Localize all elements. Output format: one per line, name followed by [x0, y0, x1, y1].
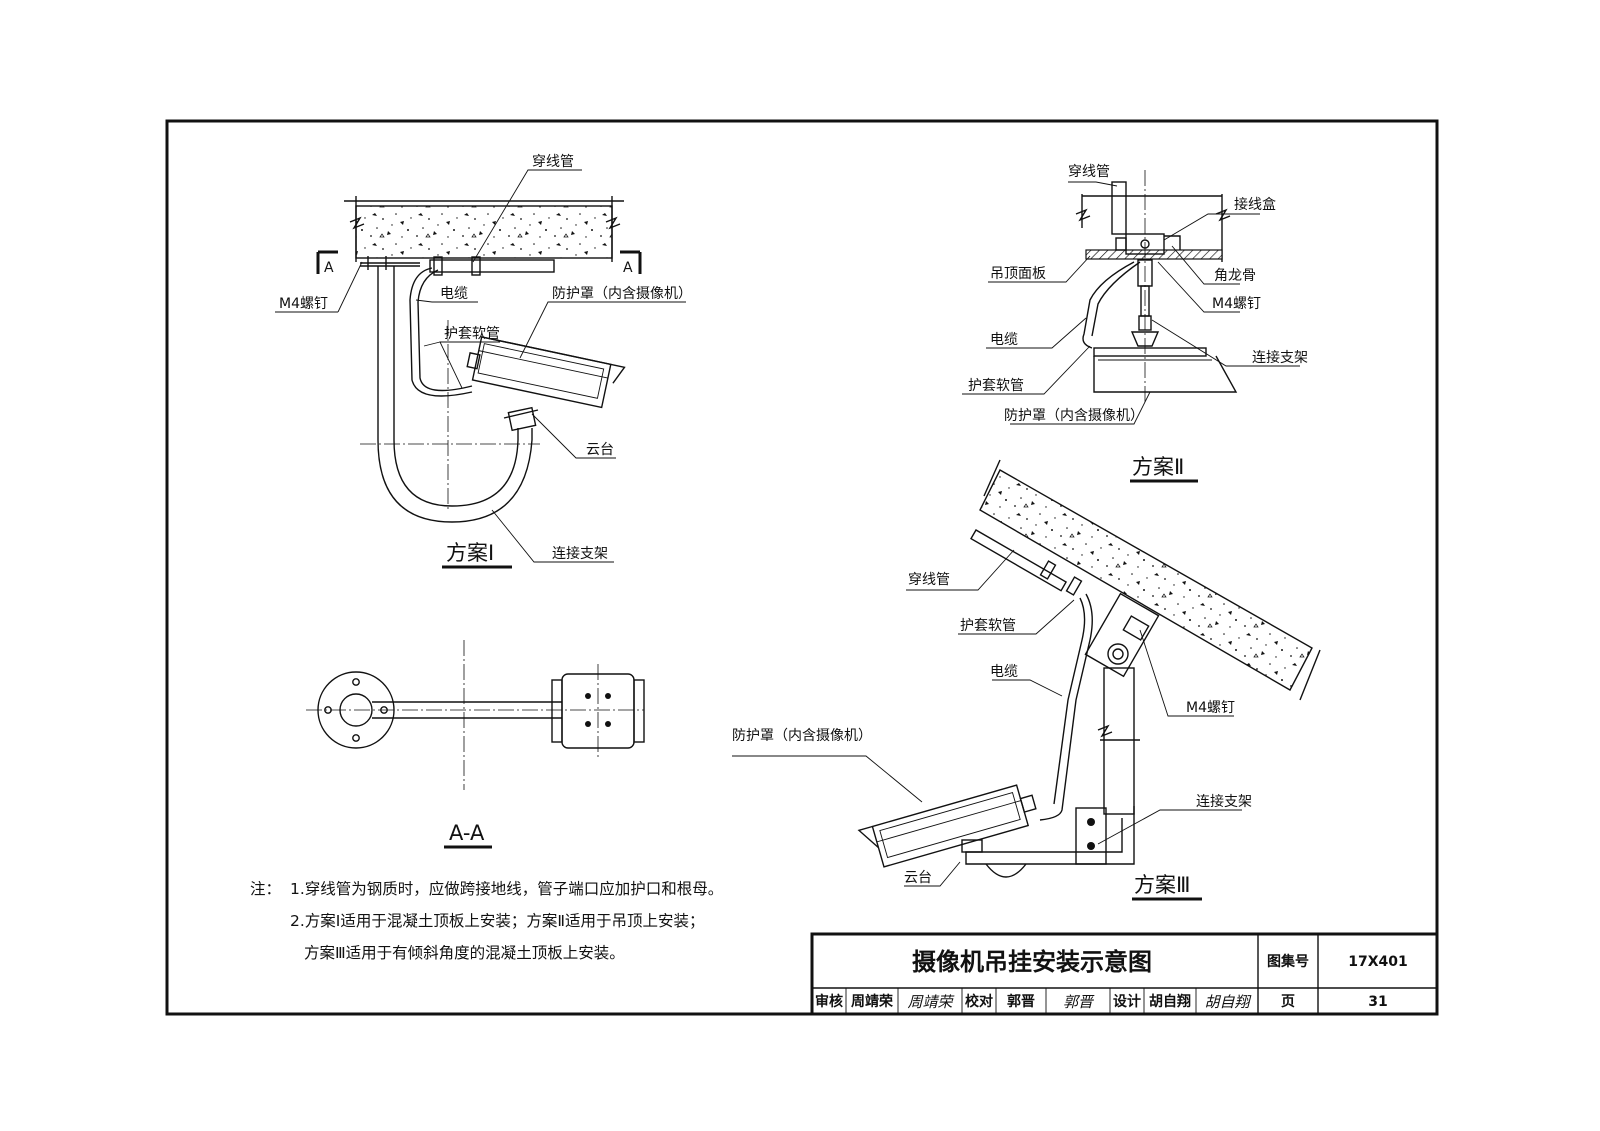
label-m4-screw: M4螺钉	[279, 296, 328, 312]
inclined-concrete-slab	[979, 469, 1313, 691]
section-letter: A	[324, 260, 334, 276]
check-label: 校对	[965, 993, 993, 1010]
drawing-title: 摄像机吊挂安装示意图	[912, 948, 1152, 976]
plan-3-drawing: 穿线管 护套软管 电缆 M4螺钉 防护罩（内含摄像机） 连接支架 云台 方案Ⅲ	[732, 459, 1321, 901]
camera-housing	[1093, 347, 1238, 393]
label-cable: 电缆	[990, 664, 1018, 680]
label-cable: 电缆	[440, 286, 468, 302]
label-camera-housing: 防护罩（内含摄像机）	[552, 286, 692, 302]
conduit-pipe	[429, 259, 555, 273]
camera-housing	[857, 784, 1037, 868]
label-junction-box: 接线盒	[1234, 196, 1276, 213]
atlas-number-label: 图集号	[1267, 953, 1309, 970]
connecting-bracket	[1103, 667, 1135, 815]
note-line-2: 2.方案Ⅰ适用于混凝土顶板上安装；方案Ⅱ适用于吊顶上安装；	[290, 912, 705, 930]
cable	[1039, 593, 1093, 821]
section-letter: A	[623, 260, 633, 276]
label-protective-hose: 护套软管	[960, 618, 1016, 634]
label-pan-tilt-head: 云台	[586, 442, 614, 458]
connecting-bracket	[377, 266, 533, 523]
page-label: 页	[1281, 994, 1295, 1010]
concrete-slab	[355, 205, 613, 259]
title-block: 摄像机吊挂安装示意图 图集号 17X401 审核 周靖荣 周靖荣 校对 郭晋 郭…	[810, 932, 1439, 1016]
label-connecting-bracket: 连接支架	[1196, 793, 1252, 810]
label-camera-housing: 防护罩（内含摄像机）	[1004, 408, 1144, 424]
label-m4-screw: M4螺钉	[1212, 296, 1261, 312]
label-connecting-bracket: 连接支架	[552, 545, 608, 562]
designer-signature: 胡自翔	[1204, 993, 1251, 1011]
label-connecting-bracket: 连接支架	[1252, 349, 1308, 366]
section-aa-drawing: A-A	[306, 640, 645, 849]
plan-1-drawing: A A 穿线管 M4螺钉 电缆 防护罩（内含摄像机） 护套软管 云台 连接支架 …	[275, 154, 692, 569]
review-label: 审核	[815, 993, 843, 1010]
label-m4-screw: M4螺钉	[1186, 700, 1235, 716]
notes-prefix: 注：	[250, 880, 281, 898]
plan-2-drawing: 穿线管 接线盒 吊顶面板 角龙骨 M4螺钉 电缆 连接支架 护套软管 防护罩（内…	[962, 164, 1308, 483]
atlas-number: 17X401	[1348, 954, 1408, 970]
section-mark-left: A	[316, 250, 338, 276]
reviewer-name: 周靖荣	[851, 993, 894, 1010]
sheet-frame	[165, 119, 1439, 1016]
plan-1-caption: 方案Ⅰ	[446, 541, 494, 565]
notes: 注： 1.穿线管为钢质时，应做跨接地线，管子端口应加护口和根母。 2.方案Ⅰ适用…	[250, 879, 723, 962]
reviewer-signature: 周靖荣	[907, 993, 954, 1011]
checker-name: 郭晋	[1007, 993, 1035, 1010]
checker-signature: 郭晋	[1063, 993, 1095, 1011]
camera-housing	[466, 336, 626, 409]
plan-3-caption: 方案Ⅲ	[1134, 873, 1190, 897]
page-number: 31	[1368, 994, 1387, 1010]
designer-name: 胡自翔	[1149, 993, 1191, 1010]
label-conduit-pipe: 穿线管	[1068, 164, 1110, 180]
cable	[1082, 261, 1135, 349]
design-label: 设计	[1113, 993, 1141, 1010]
section-mark-right: A	[620, 250, 642, 276]
label-angle-keel: 角龙骨	[1214, 268, 1256, 284]
label-pan-tilt-head: 云台	[904, 870, 932, 886]
label-ceiling-panel: 吊顶面板	[990, 266, 1046, 282]
cable	[409, 267, 473, 397]
label-camera-housing: 防护罩（内含摄像机）	[732, 728, 872, 744]
label-protective-hose: 护套软管	[444, 326, 500, 342]
label-conduit-pipe: 穿线管	[908, 572, 950, 588]
note-line-3: 方案Ⅲ适用于有倾斜角度的混凝土顶板上安装。	[304, 944, 625, 962]
label-cable: 电缆	[990, 332, 1018, 348]
note-line-1: 1.穿线管为钢质时，应做跨接地线，管子端口应加护口和根母。	[290, 879, 723, 898]
section-aa-caption: A-A	[449, 821, 485, 845]
label-protective-hose: 护套软管	[968, 378, 1024, 394]
label-conduit-pipe: 穿线管	[532, 154, 574, 170]
plan-2-caption: 方案Ⅱ	[1132, 455, 1184, 479]
